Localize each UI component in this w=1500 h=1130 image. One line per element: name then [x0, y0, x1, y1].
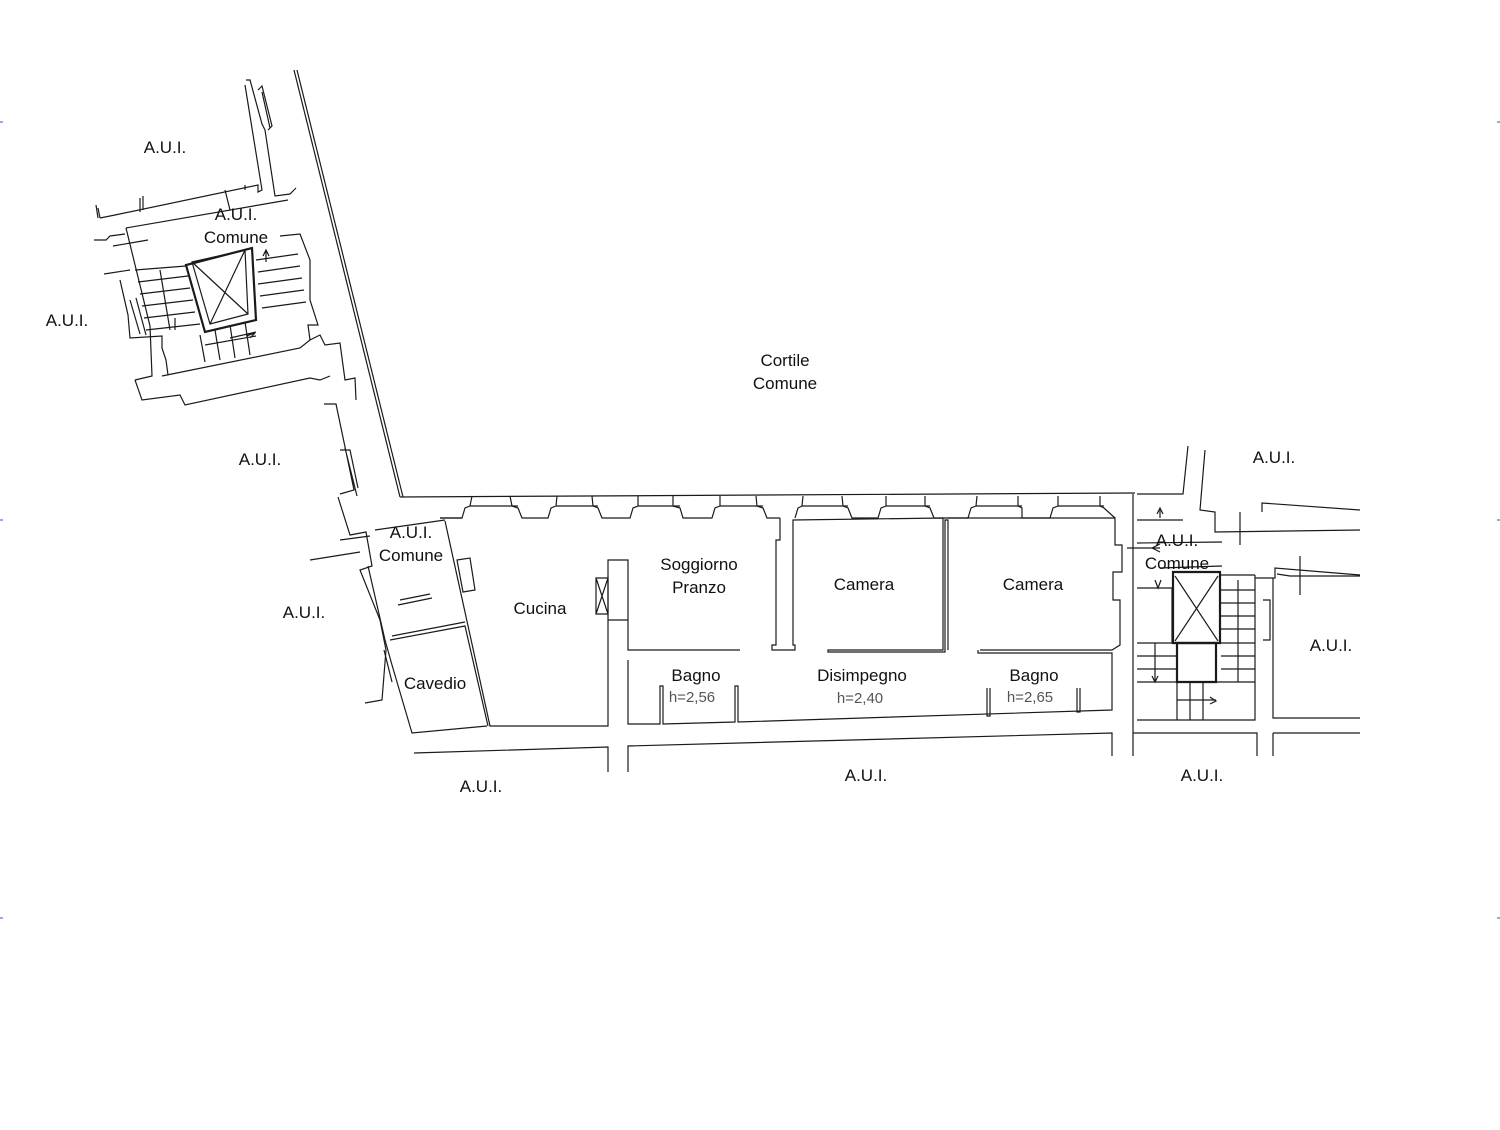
label-camera: Camera: [1003, 575, 1064, 594]
label-height: h=2,65: [1007, 689, 1053, 706]
label-aui-comune: Comune: [204, 228, 268, 247]
label-aui-comune: A.U.I.: [1156, 531, 1199, 550]
label-aui: A.U.I.: [239, 450, 282, 469]
left-stair-block: [94, 79, 357, 406]
label-aui-comune: Comune: [379, 546, 443, 565]
right-stair-block: [1127, 445, 1361, 756]
room-labels: A.U.I. A.U.I. Comune A.U.I. Cortile Comu…: [46, 138, 1353, 796]
label-aui: A.U.I.: [1253, 448, 1296, 467]
margin-ticks: [0, 121, 1500, 919]
label-cortile: Comune: [753, 374, 817, 393]
label-aui: A.U.I.: [1181, 766, 1224, 785]
label-bagno: Bagno: [671, 666, 720, 685]
facade-windows: [440, 495, 1116, 519]
label-disimpegno: Disimpegno: [817, 666, 907, 685]
label-aui: A.U.I.: [144, 138, 187, 157]
label-aui: A.U.I.: [283, 603, 326, 622]
label-aui: A.U.I.: [845, 766, 888, 785]
label-aui: A.U.I.: [460, 777, 503, 796]
apartment-walls: [413, 494, 1258, 772]
label-soggiorno: Pranzo: [672, 578, 726, 597]
label-aui-comune: Comune: [1145, 554, 1209, 573]
label-aui: A.U.I.: [46, 311, 89, 330]
label-height: h=2,40: [837, 690, 883, 707]
label-bagno: Bagno: [1009, 666, 1058, 685]
label-soggiorno: Soggiorno: [660, 555, 738, 574]
label-height: h=2,56: [669, 689, 715, 706]
label-aui-comune: A.U.I.: [215, 205, 258, 224]
label-aui-comune: A.U.I.: [390, 523, 433, 542]
label-aui: A.U.I.: [1310, 636, 1353, 655]
label-cortile: Cortile: [760, 351, 809, 370]
left-wing-walls: [309, 403, 489, 734]
label-cucina: Cucina: [514, 599, 567, 618]
label-cavedio: Cavedio: [404, 674, 466, 693]
label-camera: Camera: [834, 575, 895, 594]
courtyard-wall: [293, 69, 1136, 498]
